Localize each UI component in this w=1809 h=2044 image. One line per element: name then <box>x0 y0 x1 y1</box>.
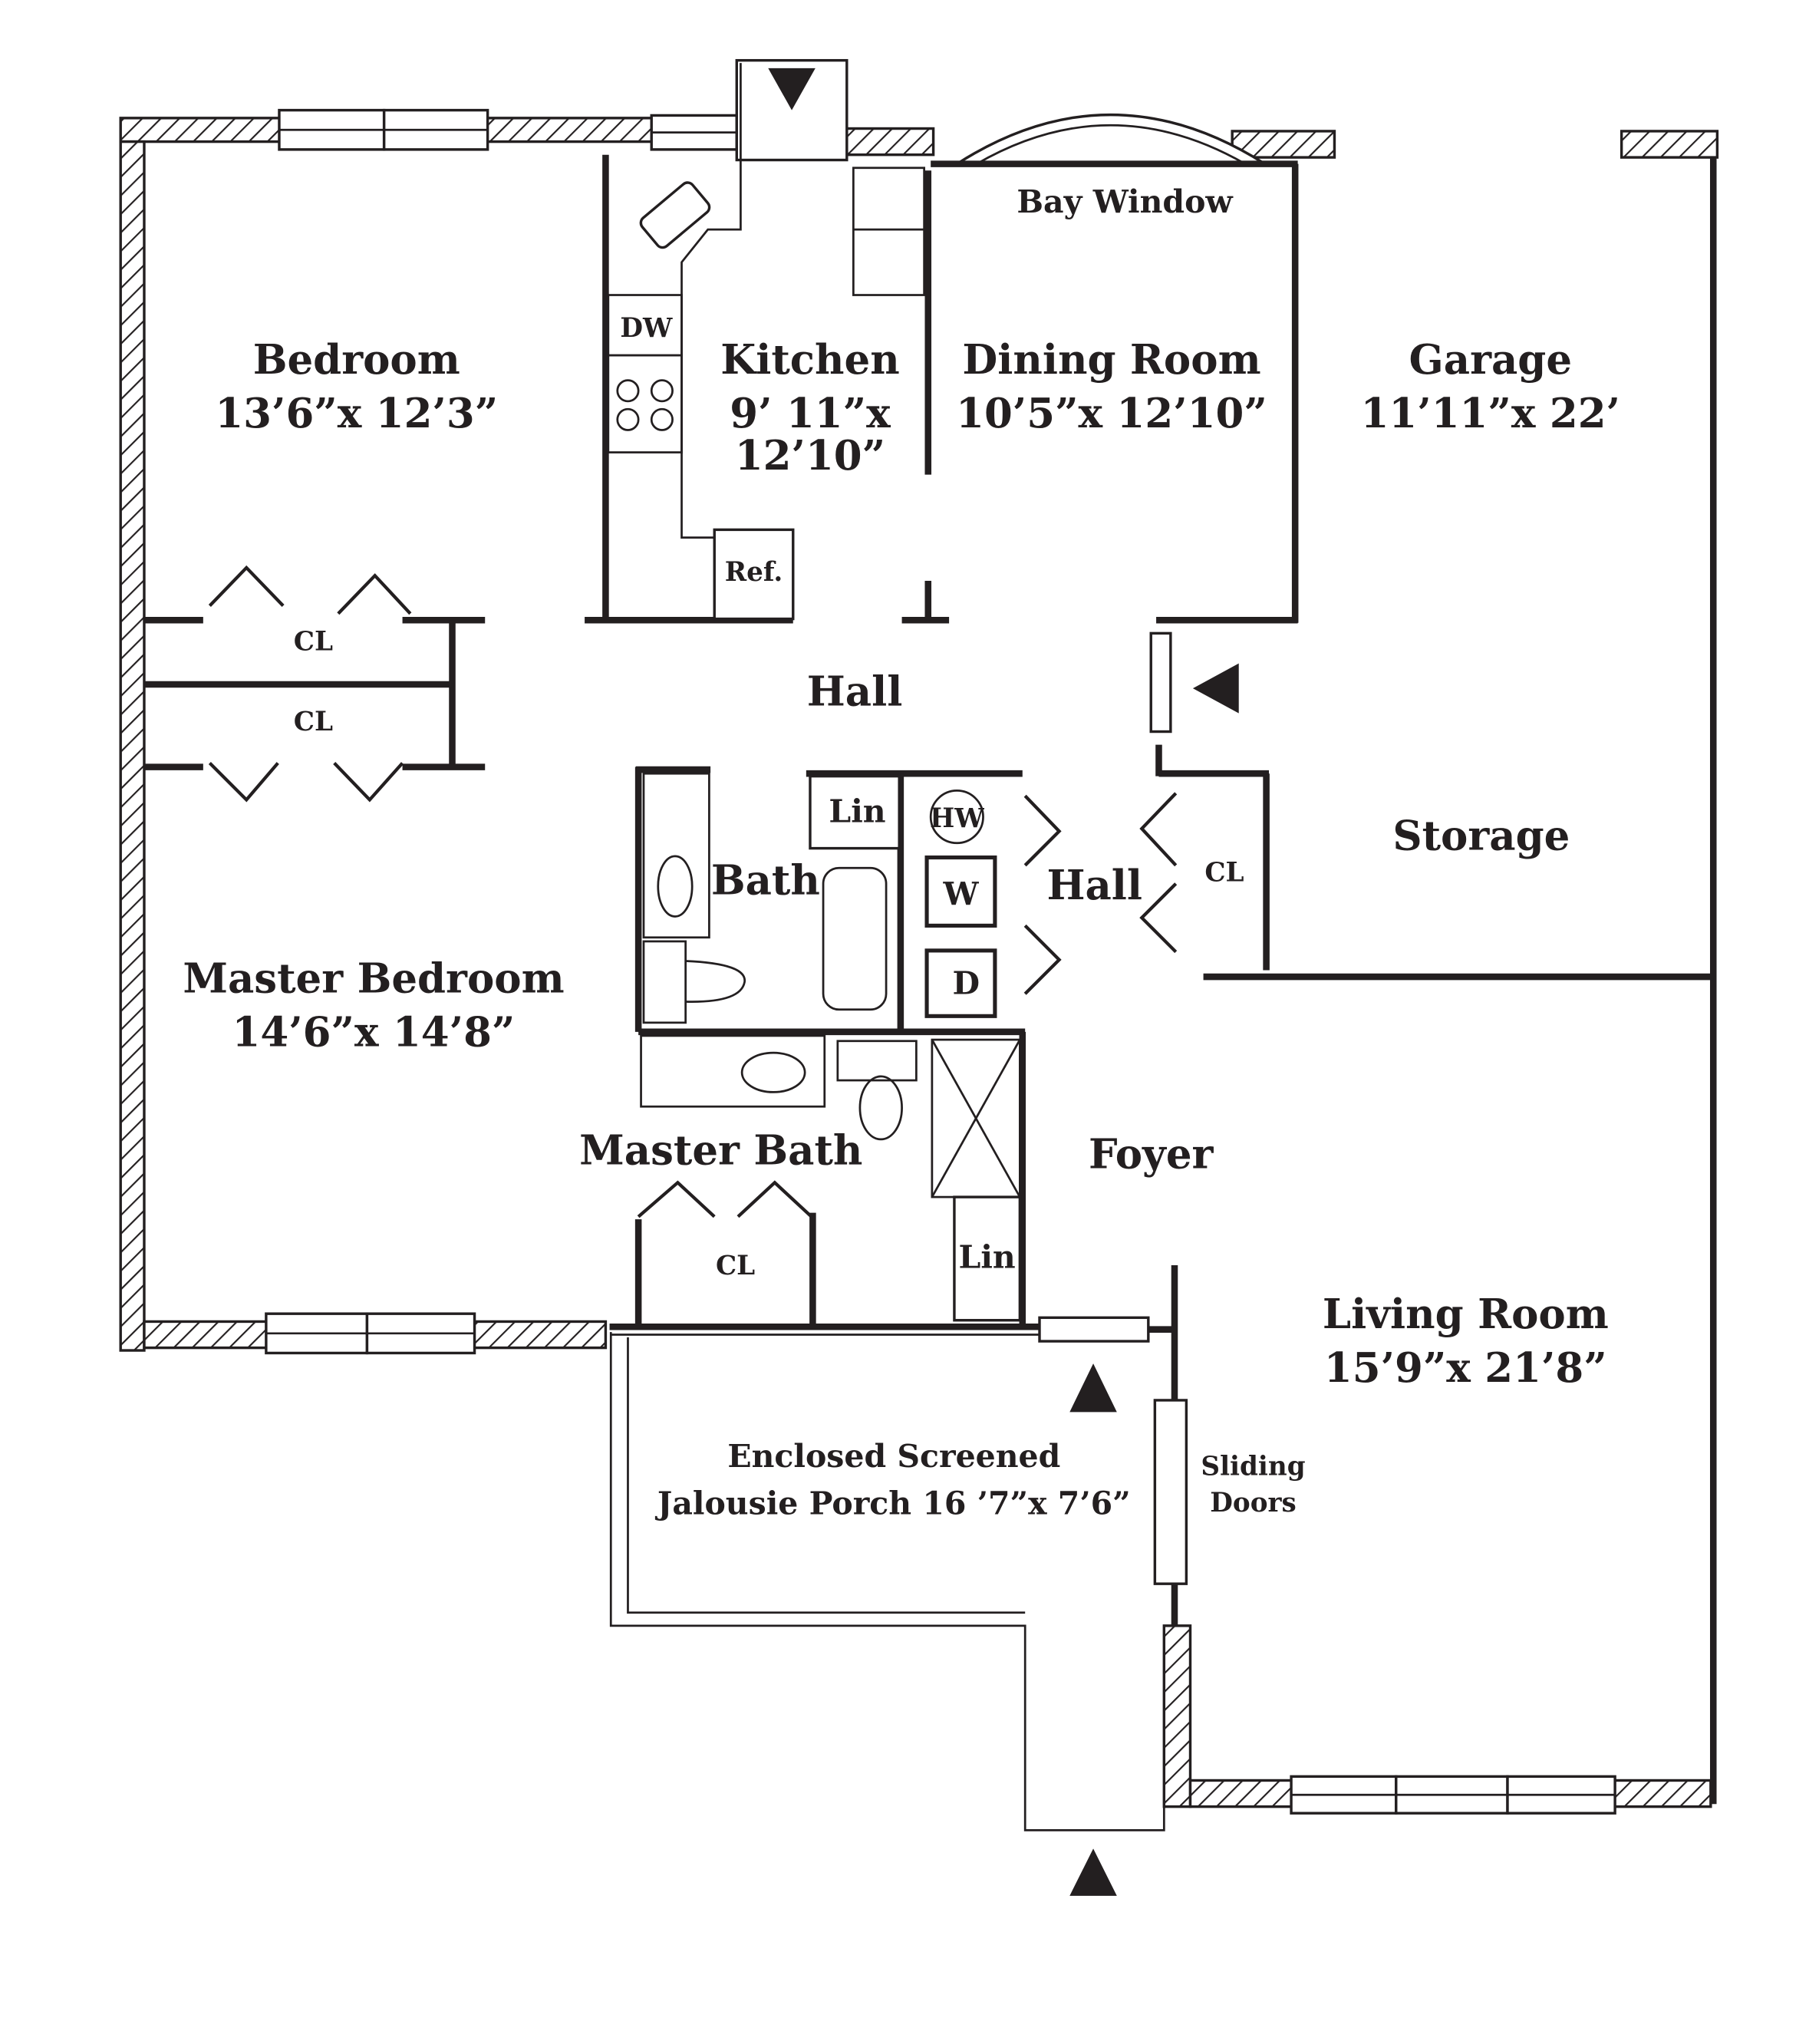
porch-label-1: Enclosed Screened <box>727 1438 1060 1475</box>
closet-label: CL <box>294 627 333 658</box>
refrigerator-label: Ref. <box>725 557 783 588</box>
kitchen-size-1: 9’ 11”x <box>730 390 891 437</box>
foyer-label: Foyer <box>1089 1131 1214 1179</box>
hall-label-2: Hall <box>1046 862 1142 909</box>
sliding-doors-label-2: Doors <box>1210 1488 1296 1518</box>
garage-entry-arrow-icon <box>1192 663 1239 714</box>
bath-label: Bath <box>711 856 820 904</box>
master-bedroom-size: 14’6”x 14’8” <box>232 1009 516 1057</box>
closet-label: CL <box>294 707 333 737</box>
closet-label: CL <box>716 1251 755 1281</box>
bedroom-size: 13’6”x 12’3” <box>215 390 498 437</box>
kitchen-label: Kitchen <box>720 336 900 384</box>
refrigerator <box>713 528 795 621</box>
washer-label: W <box>942 875 979 912</box>
living-room-size: 15’9”x 21’8” <box>1324 1344 1607 1392</box>
stove-icon <box>607 354 683 453</box>
bedroom-label: Bedroom <box>253 336 460 384</box>
porch-walls <box>609 1332 1165 1831</box>
kitchen-size-2: 12’10” <box>735 432 885 480</box>
linen-label: Lin <box>829 793 885 829</box>
water-heater-label: HW <box>930 803 984 834</box>
kitchen-fixtures <box>607 63 925 621</box>
bay-window-label: Bay Window <box>1017 183 1234 220</box>
front-entry-arrow-icon <box>1069 1848 1117 1896</box>
sink-icon <box>639 181 711 249</box>
dryer-label: D <box>953 964 980 1001</box>
sliding-doors-label-1: Sliding <box>1201 1451 1305 1482</box>
bath-fixtures <box>640 772 1022 1322</box>
master-bath-label: Master Bath <box>579 1126 862 1174</box>
master-bedroom-label: Master Bedroom <box>183 955 564 1003</box>
dining-label: Dining Room <box>962 336 1260 384</box>
dining-size: 10’5”x 12’10” <box>956 390 1267 437</box>
porch-entry-arrow-icon <box>1069 1363 1117 1413</box>
linen-label: Lin <box>959 1238 1016 1275</box>
hall-label: Hall <box>807 668 903 715</box>
windows <box>265 108 1616 1815</box>
entry-arrow-icon <box>768 68 816 110</box>
living-room-label: Living Room <box>1323 1291 1609 1338</box>
garage-label: Garage <box>1409 336 1572 384</box>
dishwasher-label: DW <box>620 313 673 344</box>
interior-walls <box>143 154 1714 1626</box>
closet-label: CL <box>1204 857 1244 888</box>
porch-label-2: Jalousie Porch 16 ’7”x 7’6” <box>655 1485 1131 1522</box>
closet-doors <box>208 565 1178 1218</box>
garage-size: 11’11”x 22’ <box>1361 390 1620 437</box>
storage-label: Storage <box>1392 812 1570 859</box>
